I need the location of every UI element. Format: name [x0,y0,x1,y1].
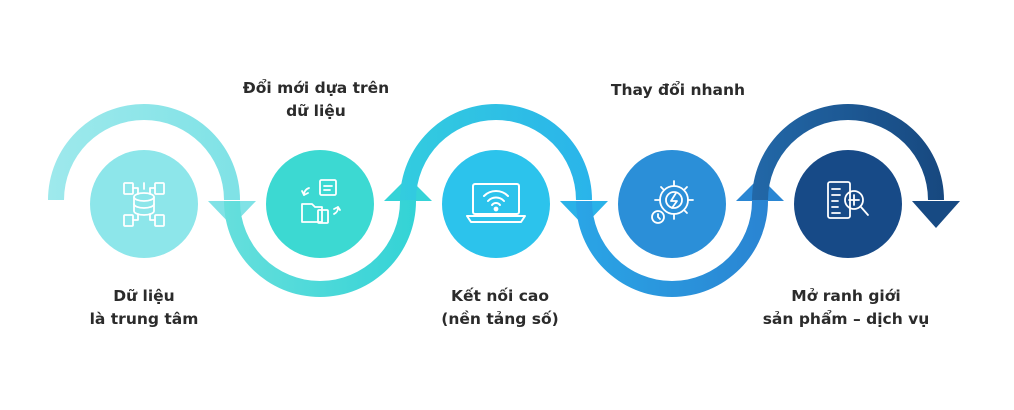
step-2-label-line2: dữ liệu [286,102,346,120]
search-checklist-icon [827,181,869,219]
step-1-label-line2: là trung tâm [89,310,199,328]
step-4-label: Thay đổi nhanh [558,79,798,102]
step-2-label: Đổi mới dựa trên dữ liệu [196,77,436,123]
arc-1 [48,104,240,200]
step-5-label: Mở ranh giới sản phẩm – dịch vụ [726,285,966,331]
data-center-icon [123,182,165,227]
step-4-circle [618,150,726,258]
step-1-label: Dữ liệu là trung tâm [24,285,264,331]
step-3-label-line2: (nền tảng số) [441,310,559,328]
arc-5 [752,104,944,200]
arrowhead-5 [912,201,960,228]
step-3-label-line1: Kết nối cao [450,287,550,305]
step-2-label-line1: Đổi mới dựa trên [242,79,390,97]
step-4-label-line1: Thay đổi nhanh [610,81,746,99]
step-3-label: Kết nối cao (nền tảng số) [380,285,620,331]
step-1-circle [90,150,198,258]
step-5-label-line1: Mở ranh giới [791,287,901,305]
step-5-label-line2: sản phẩm – dịch vụ [762,310,930,328]
step-2-circle [266,150,374,258]
step-1-label-line1: Dữ liệu [113,287,175,305]
gear-speed-icon [651,180,694,224]
documents-flow-icon [301,179,341,224]
arc-3 [400,104,592,200]
arc-4 [576,201,768,297]
step-5-circle [794,150,902,258]
laptop-wifi-icon [466,183,526,223]
arc-2 [224,201,416,297]
